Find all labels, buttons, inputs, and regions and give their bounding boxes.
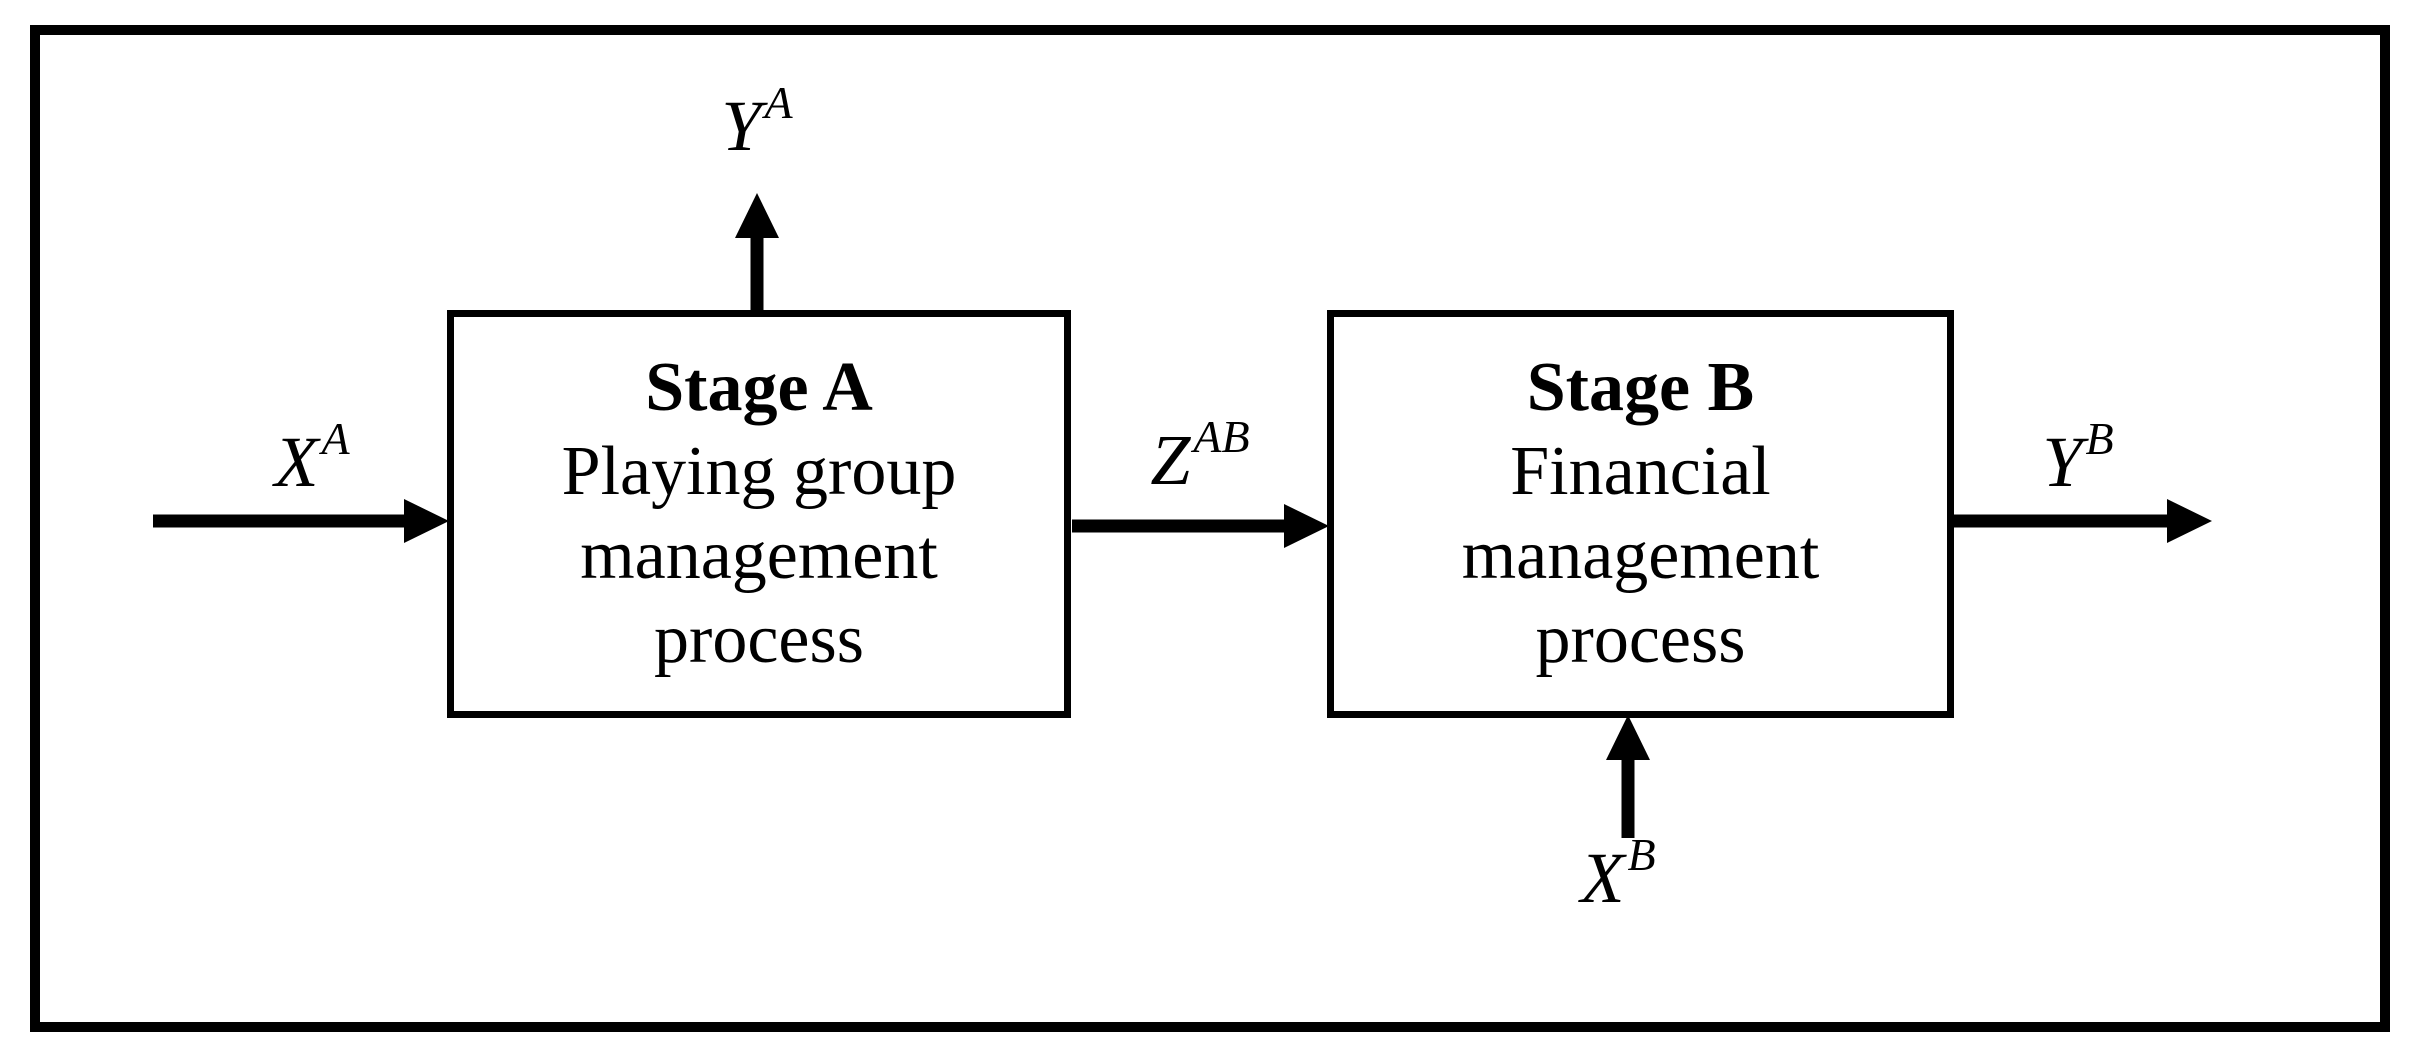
label-ya: YA bbox=[721, 80, 792, 162]
stage-a-line-3: process bbox=[654, 601, 864, 678]
arrow-output-yb bbox=[1954, 499, 2212, 543]
label-xb-base: X bbox=[1580, 838, 1625, 918]
arrow-output-ya bbox=[735, 193, 779, 312]
stage-a-title: Stage A bbox=[645, 349, 873, 426]
label-xa-base: X bbox=[274, 422, 319, 502]
label-xb: XB bbox=[1580, 832, 1655, 914]
stage-a-line-2: management bbox=[580, 517, 938, 594]
label-zab-base: Z bbox=[1150, 420, 1191, 500]
stage-b-line-3: process bbox=[1535, 601, 1746, 678]
label-xa: XA bbox=[274, 416, 349, 498]
arrow-link-zab bbox=[1072, 504, 1329, 548]
stage-a-box: Stage A Playing group management process bbox=[447, 310, 1071, 718]
label-xb-sup: B bbox=[1627, 829, 1656, 881]
label-yb-base: Y bbox=[2042, 422, 2083, 502]
stage-b-box: Stage B Financial management process bbox=[1327, 310, 1954, 718]
stage-b-line-2: management bbox=[1461, 517, 1820, 594]
label-zab-sup: AB bbox=[1193, 411, 1250, 463]
arrow-input-xa bbox=[153, 499, 449, 543]
label-yb-sup: B bbox=[2085, 413, 2114, 465]
stage-b-title: Stage B bbox=[1526, 349, 1755, 426]
stage-a-line-1: Playing group bbox=[561, 433, 957, 510]
label-ya-base: Y bbox=[721, 86, 762, 166]
label-ya-sup: A bbox=[764, 77, 793, 129]
stage-b-line-1: Financial bbox=[1510, 433, 1771, 510]
label-zab: ZAB bbox=[1150, 414, 1249, 496]
label-yb: YB bbox=[2042, 416, 2113, 498]
label-xa-sup: A bbox=[321, 413, 350, 465]
arrow-input-xb bbox=[1606, 715, 1650, 838]
